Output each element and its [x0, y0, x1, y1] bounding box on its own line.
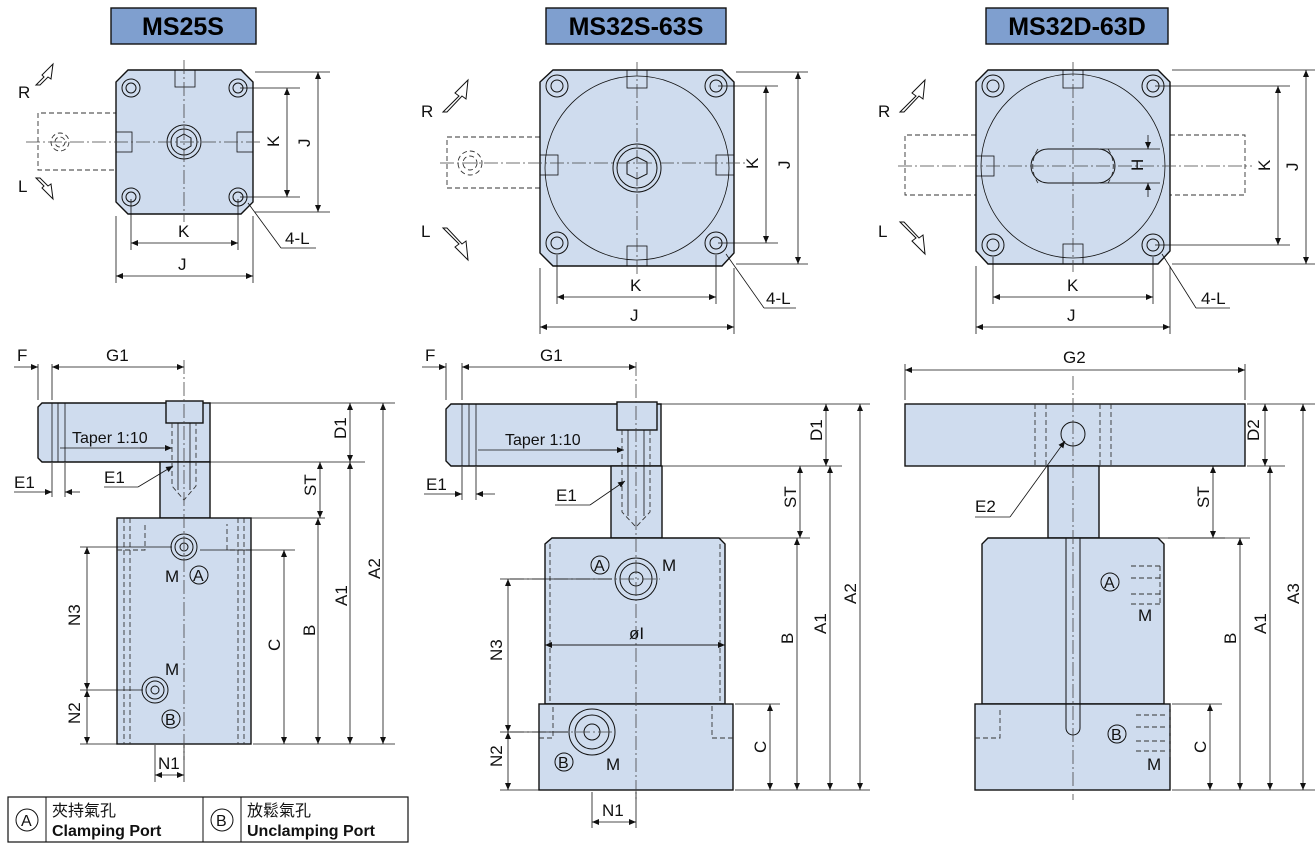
label-l-ms32d: L — [878, 222, 887, 241]
label-g1-ms32s: G1 — [540, 346, 563, 365]
label-f-ms25s: F — [17, 346, 27, 365]
label-g1-ms25s: G1 — [106, 346, 129, 365]
label-a2-ms32s: A2 — [841, 583, 860, 604]
legend-a-en: Clamping Port — [52, 823, 162, 840]
port-a-ms32d: A — [1104, 575, 1115, 592]
label-n2-ms32s: N2 — [487, 745, 506, 767]
label-j-h-ms32s: J — [630, 306, 639, 325]
label-n1-ms25s: N1 — [158, 754, 180, 773]
top-view-ms32s — [440, 62, 808, 334]
header-ms25s-label: MS25S — [142, 13, 224, 41]
top-view-ms25s — [26, 60, 330, 283]
label-taper-ms32s: Taper 1:10 — [505, 432, 581, 449]
label-h-ms32d: H — [1128, 159, 1147, 171]
label-m1-ms32s: M — [662, 556, 676, 575]
label-e2-ms32d: E2 — [975, 497, 996, 516]
label-e1a-ms32s: E1 — [426, 475, 447, 494]
label-k-v-ms32s: K — [743, 157, 762, 169]
header-ms32s-label: MS32S-63S — [569, 13, 704, 41]
label-d1-ms25s: D1 — [331, 417, 350, 439]
label-k-v-ms32d: K — [1255, 159, 1274, 171]
label-n1-ms32s: N1 — [602, 801, 624, 820]
label-m2-ms32d: M — [1147, 755, 1161, 774]
port-b-ms32d: B — [1111, 727, 1122, 744]
label-r-ms32s: R — [421, 102, 433, 121]
label-m1-ms25s: M — [165, 567, 179, 586]
label-st-ms32d: ST — [1194, 486, 1213, 508]
label-c-ms32d: C — [1191, 741, 1210, 753]
label-d2-ms32d: D2 — [1244, 419, 1263, 441]
label-e1b-ms32s: E1 — [556, 486, 577, 505]
label-b-ms32s: B — [778, 633, 797, 644]
label-4l-ms32d: 4-L — [1201, 289, 1226, 308]
label-b-ms25s: B — [300, 625, 319, 636]
legend-b-symbol: B — [216, 813, 227, 830]
label-j-v-ms32d: J — [1283, 163, 1302, 172]
label-f-ms32s: F — [425, 346, 435, 365]
label-a1-ms25s: A1 — [332, 585, 351, 606]
label-j-h-ms32d: J — [1067, 306, 1076, 325]
label-n2-ms25s: N2 — [65, 702, 84, 724]
label-st-ms32s: ST — [781, 486, 800, 508]
label-phi-i-ms32s: øI — [629, 624, 644, 643]
label-d1-ms32s: D1 — [807, 419, 826, 441]
label-a1-ms32s: A1 — [811, 613, 830, 634]
legend-a-symbol: A — [21, 813, 32, 830]
label-k-h-ms25s: K — [178, 222, 190, 241]
label-m2-ms32s: M — [606, 755, 620, 774]
label-a1-ms32d: A1 — [1251, 613, 1270, 634]
front-view-ms25s — [14, 360, 395, 782]
port-b-ms32s: B — [558, 755, 569, 772]
label-l-ms32s: L — [421, 222, 430, 241]
label-b-ms32d: B — [1221, 633, 1240, 644]
header-ms32d-label: MS32D-63D — [1008, 13, 1146, 41]
label-a3-ms32d: A3 — [1284, 583, 1303, 604]
label-e1a-ms25s: E1 — [14, 473, 35, 492]
port-a-ms32s: A — [594, 558, 605, 575]
label-m2-ms25s: M — [165, 660, 179, 679]
label-k-h-ms32d: K — [1067, 276, 1079, 295]
label-4l-ms25s: 4-L — [285, 229, 310, 248]
legend-b-zh: 放鬆氣孔 — [247, 801, 311, 820]
label-4l-ms32s: 4-L — [766, 289, 791, 308]
port-legend — [7, 796, 409, 843]
label-taper-ms25s: Taper 1:10 — [72, 430, 148, 447]
legend-b-en: Unclamping Port — [247, 823, 376, 840]
label-r-ms25s: R — [18, 83, 30, 102]
label-g2-ms32d: G2 — [1063, 348, 1086, 367]
label-a2-ms25s: A2 — [365, 558, 384, 579]
top-view-ms32d — [898, 62, 1315, 334]
label-j-h-ms25s: J — [178, 255, 187, 274]
label-r-ms32d: R — [878, 102, 890, 121]
port-a-ms25s: A — [193, 568, 204, 585]
label-e1b-ms25s: E1 — [104, 468, 125, 487]
front-view-ms32s — [422, 362, 870, 828]
port-b-ms25s: B — [165, 712, 176, 729]
label-l-ms25s: L — [18, 177, 27, 196]
label-n3-ms32s: N3 — [487, 639, 506, 661]
label-j-v-ms32s: J — [775, 161, 794, 170]
header-ms25s: MS25S — [110, 7, 257, 45]
label-k-h-ms32s: K — [630, 276, 642, 295]
label-n3-ms25s: N3 — [65, 604, 84, 626]
label-c-ms25s: C — [265, 639, 284, 651]
label-k-v-ms25s: K — [264, 135, 283, 147]
label-st-ms25s: ST — [301, 474, 320, 496]
header-ms32s-63s: MS32S-63S — [545, 7, 727, 45]
legend-a-zh: 夾持氣孔 — [52, 802, 116, 820]
label-j-v-ms25s: J — [295, 139, 314, 148]
label-c-ms32s: C — [751, 741, 770, 753]
label-m1-ms32d: M — [1138, 606, 1152, 625]
header-ms32d-63d: MS32D-63D — [985, 7, 1169, 45]
